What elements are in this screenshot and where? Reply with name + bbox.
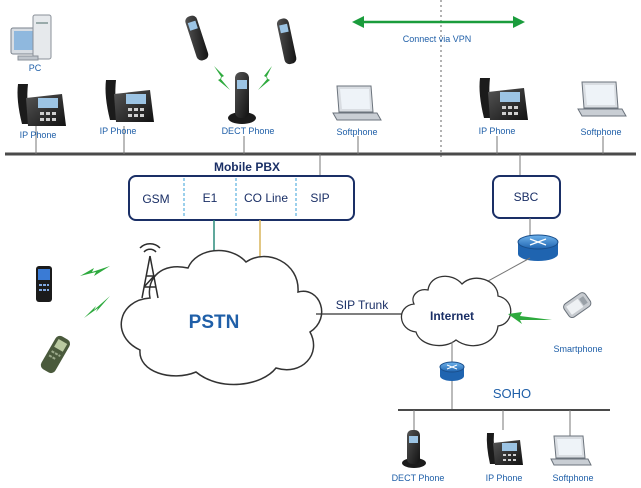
vpn-arrow bbox=[352, 16, 525, 28]
bus-drop-lines bbox=[35, 126, 604, 154]
ip-phone-label: IP Phone bbox=[20, 130, 57, 140]
wireless-signal-icon bbox=[80, 266, 110, 318]
pstn-cloud bbox=[120, 249, 323, 386]
mobile-phone-icon bbox=[36, 266, 52, 302]
pbx-port-sip: SIP bbox=[310, 191, 329, 205]
cell-tower-icon bbox=[139, 243, 161, 299]
ip-phone-label: IP Phone bbox=[479, 126, 516, 136]
pbx-port-gsm: GSM bbox=[142, 192, 169, 206]
pbx-port-e1: E1 bbox=[203, 191, 218, 205]
pstn-label: PSTN bbox=[189, 312, 240, 333]
wireless-signal-icon bbox=[508, 312, 552, 324]
ip-phone-icon bbox=[486, 433, 523, 465]
ip-phone-icon bbox=[479, 78, 528, 120]
sbc-label: SBC bbox=[514, 190, 539, 204]
soho-title: SOHO bbox=[493, 386, 531, 401]
softphone-label: Softphone bbox=[580, 127, 621, 137]
laptop-icon bbox=[577, 81, 627, 117]
pc-icon bbox=[10, 14, 52, 61]
router-icon bbox=[439, 361, 465, 381]
router-icon bbox=[517, 234, 559, 261]
pbx-title: Mobile PBX bbox=[214, 160, 280, 174]
soho-dect-label: DECT Phone bbox=[392, 473, 445, 483]
vpn-label: Connect via VPN bbox=[403, 34, 472, 44]
laptop-icon bbox=[332, 85, 382, 121]
pc-label: PC bbox=[29, 63, 42, 73]
pbx-port-dividers bbox=[183, 178, 297, 218]
sip-trunk-label: SIP Trunk bbox=[336, 298, 389, 312]
ip-phone-icon bbox=[105, 80, 154, 122]
mobile-phone-icon bbox=[40, 335, 71, 374]
dect-phone-label: DECT Phone bbox=[222, 126, 275, 136]
smartphone-icon bbox=[563, 292, 592, 319]
ip-phone-icon bbox=[17, 84, 66, 126]
pbx-box bbox=[128, 175, 355, 221]
soho-ip-phone-label: IP Phone bbox=[486, 473, 523, 483]
internet-label: Internet bbox=[430, 309, 474, 323]
soho-drop-lines bbox=[413, 410, 571, 436]
dect-handset-icon bbox=[185, 15, 209, 61]
laptop-icon bbox=[550, 435, 592, 466]
softphone-label: Softphone bbox=[336, 127, 377, 137]
sbc-box bbox=[492, 175, 561, 219]
wireless-signal-icon bbox=[214, 66, 272, 90]
dect-handset-icon bbox=[276, 18, 297, 65]
dect-base-icon bbox=[228, 72, 256, 124]
ip-phone-label: IP Phone bbox=[100, 126, 137, 136]
pbx-port-co-line: CO Line bbox=[244, 191, 288, 205]
smartphone-label: Smartphone bbox=[553, 344, 602, 354]
dect-phone-icon bbox=[402, 430, 426, 468]
soho-softphone-label: Softphone bbox=[552, 473, 593, 483]
internet-cloud bbox=[400, 275, 512, 347]
